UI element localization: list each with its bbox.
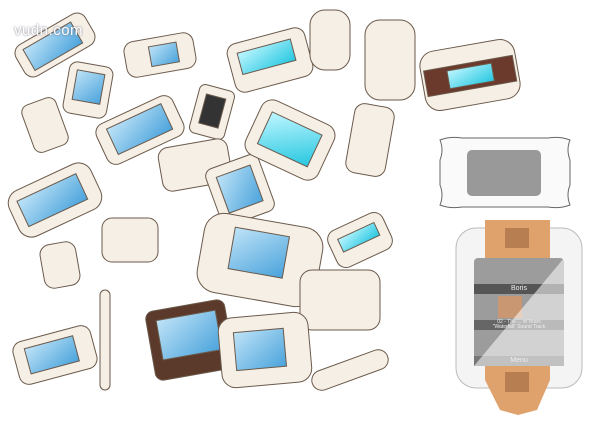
sketch-11: [39, 241, 81, 289]
sketch-3: [62, 61, 114, 119]
sketch-1: [14, 12, 96, 78]
device-front-outline: [439, 136, 571, 209]
sketch-15: [226, 27, 314, 93]
sketch-16: [309, 9, 351, 71]
device-title: Boris: [511, 285, 527, 292]
sketch-10: [101, 217, 159, 263]
sketch-12: [12, 325, 98, 385]
sketch-21: [327, 211, 393, 269]
sketch-19: [345, 103, 395, 177]
sketch-22: [299, 269, 381, 331]
sketch-23: [217, 311, 313, 389]
sketch-2: [123, 32, 197, 78]
sketch-7: [7, 162, 103, 238]
device-track-line-1: 02 - The ... of Years: [497, 319, 541, 325]
device-track-line-2: "Waterfall" Sound Track: [492, 324, 546, 330]
sketch-17: [364, 19, 416, 101]
sketch-18: [244, 99, 336, 181]
sketch-6: [188, 84, 236, 140]
sketch-25: [419, 38, 521, 112]
sketch-5: [95, 95, 185, 165]
sketch-20: [196, 212, 324, 308]
device-track-info: 02 - The ... of Years"Waterfall" Sound T…: [474, 320, 564, 330]
sketch-24: [311, 349, 389, 391]
device-menu-label: Menu: [510, 357, 528, 364]
sketch-13: [99, 289, 111, 391]
watermark: vudn.com: [14, 22, 84, 39]
device-main: [455, 220, 583, 415]
sketch-4: [21, 97, 69, 153]
